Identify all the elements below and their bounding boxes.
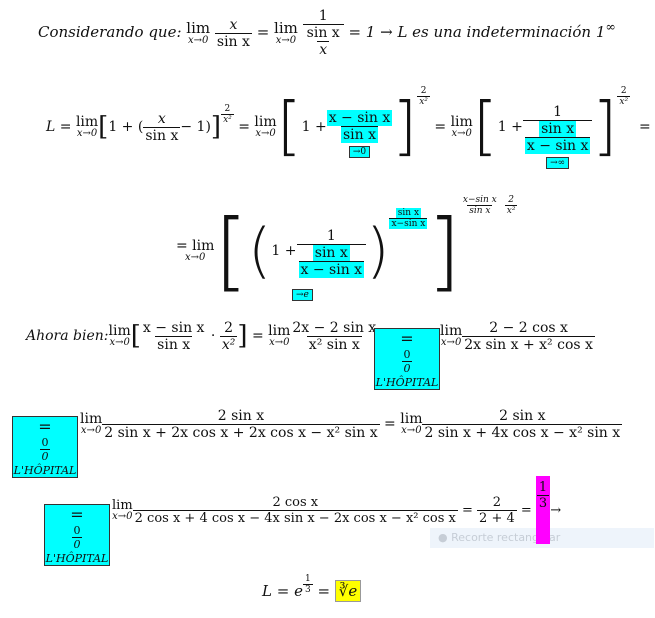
- outer-exp2-den: x²: [504, 204, 518, 216]
- frac-num: 2: [492, 494, 502, 510]
- hop-top: 0: [41, 436, 49, 450]
- frac-num: sin x: [306, 25, 340, 41]
- final-result: ∛e: [334, 580, 362, 602]
- tends-to-e-tag: →e: [292, 289, 313, 301]
- lim-operator: lim: [186, 18, 211, 37]
- hop-label: L'HÔPITAL: [45, 551, 109, 565]
- frac-den: sin x: [340, 126, 378, 143]
- exp-num: 2: [224, 103, 231, 114]
- frac-num: 2: [224, 319, 234, 336]
- frac-num: 1: [553, 103, 563, 120]
- intro-text: Considerando que:: [38, 23, 187, 41]
- frac-den: 2 + 4: [477, 509, 517, 526]
- frac-num: x − sin x: [326, 110, 393, 126]
- infinity-sup: ∞: [605, 19, 616, 34]
- L-equals-e: L = e: [262, 582, 303, 600]
- exp-den: x²: [221, 113, 234, 125]
- exp-den: 3: [302, 583, 313, 595]
- frac-den: sin x: [143, 126, 181, 144]
- outer-exp-num: x−sin x: [462, 194, 497, 205]
- tends-to-zero-tag: →0: [348, 146, 371, 158]
- frac-den: x² sin x: [306, 335, 362, 353]
- frac-den: 2 sin x + 2x cos x + 2x cos x − x² sin x: [102, 423, 380, 441]
- exp-den: x−sin x: [389, 217, 428, 229]
- hop-label: L'HÔPITAL: [375, 375, 439, 389]
- frac-den: 2x sin x + x² cos x: [462, 335, 595, 353]
- frac-num: sin x: [539, 120, 577, 137]
- frac-num: x: [157, 110, 166, 127]
- tends-to-infinity-tag: →∞: [546, 156, 570, 169]
- result-den: 3: [536, 495, 550, 511]
- frac-num: 2 sin x: [499, 407, 546, 424]
- frac-num: 2x − 2 sin x: [292, 319, 377, 336]
- lim-sub: x→0: [188, 34, 209, 46]
- hop-bottom: 0: [72, 537, 82, 552]
- arrow: →: [550, 502, 562, 518]
- frac-num: x: [229, 16, 238, 33]
- hop-label: L'HÔPITAL: [13, 463, 77, 477]
- lim-sub: x→0: [185, 252, 206, 263]
- frac-den: x − sin x: [298, 261, 365, 278]
- tooltip-text: Recorte rectangular: [451, 531, 561, 544]
- frac-num: sin x: [312, 245, 350, 261]
- indeterminacy-text: = 1 → L es una indeterminación 1: [348, 23, 606, 41]
- lhopital-box: = 0 0 L'HÔPITAL: [12, 416, 78, 478]
- exp-den: x²: [617, 95, 631, 107]
- frac-den: 2 sin x + 4x cos x − x² sin x: [422, 423, 623, 441]
- frac-num: 2 − 2 cos x: [489, 319, 568, 336]
- frac-den: sin x: [214, 32, 252, 50]
- hop-bottom: 0: [402, 361, 412, 376]
- L-label: L =: [46, 119, 72, 135]
- hop-bottom: 0: [40, 449, 50, 464]
- lim-sub: x→0: [275, 34, 297, 46]
- outer-exp-den: sin x: [467, 204, 493, 216]
- frac-num: 2 sin x: [217, 407, 265, 424]
- exp-den: x²: [417, 95, 430, 107]
- outer-exp2-num: 2: [508, 194, 514, 205]
- exp-num: 1: [304, 573, 311, 584]
- result-num: 1: [538, 480, 548, 495]
- frac-num: x − sin x: [142, 319, 205, 336]
- frac-den: sin x: [155, 335, 193, 353]
- frac-den: 2 cos x + 4 cos x − 4x sin x − 2x cos x …: [132, 509, 458, 526]
- minus-one: − 1): [180, 119, 211, 135]
- frac-den: x − sin x: [524, 136, 591, 154]
- eq-lim: = lim: [176, 238, 215, 254]
- lhopital-box: = 0 0 L'HÔPITAL: [374, 328, 440, 390]
- frac-den: x²: [219, 335, 238, 353]
- intro-text: Ahora bien:: [26, 328, 109, 344]
- hop-top: 0: [403, 348, 411, 362]
- frac-num: 1: [318, 8, 328, 24]
- hop-top: 0: [73, 524, 81, 538]
- lhopital-box: = 0 0 L'HÔPITAL: [44, 504, 110, 566]
- exp-num: 2: [620, 85, 627, 96]
- lim-operator: lim: [274, 18, 298, 37]
- exp-num: 2: [420, 85, 427, 96]
- frac-den: x: [317, 41, 330, 58]
- exp-num: sin x: [395, 207, 422, 218]
- frac-num: 1: [326, 228, 336, 244]
- frac-num: 2 cos x: [272, 494, 319, 510]
- one-plus: 1 + (: [108, 119, 144, 135]
